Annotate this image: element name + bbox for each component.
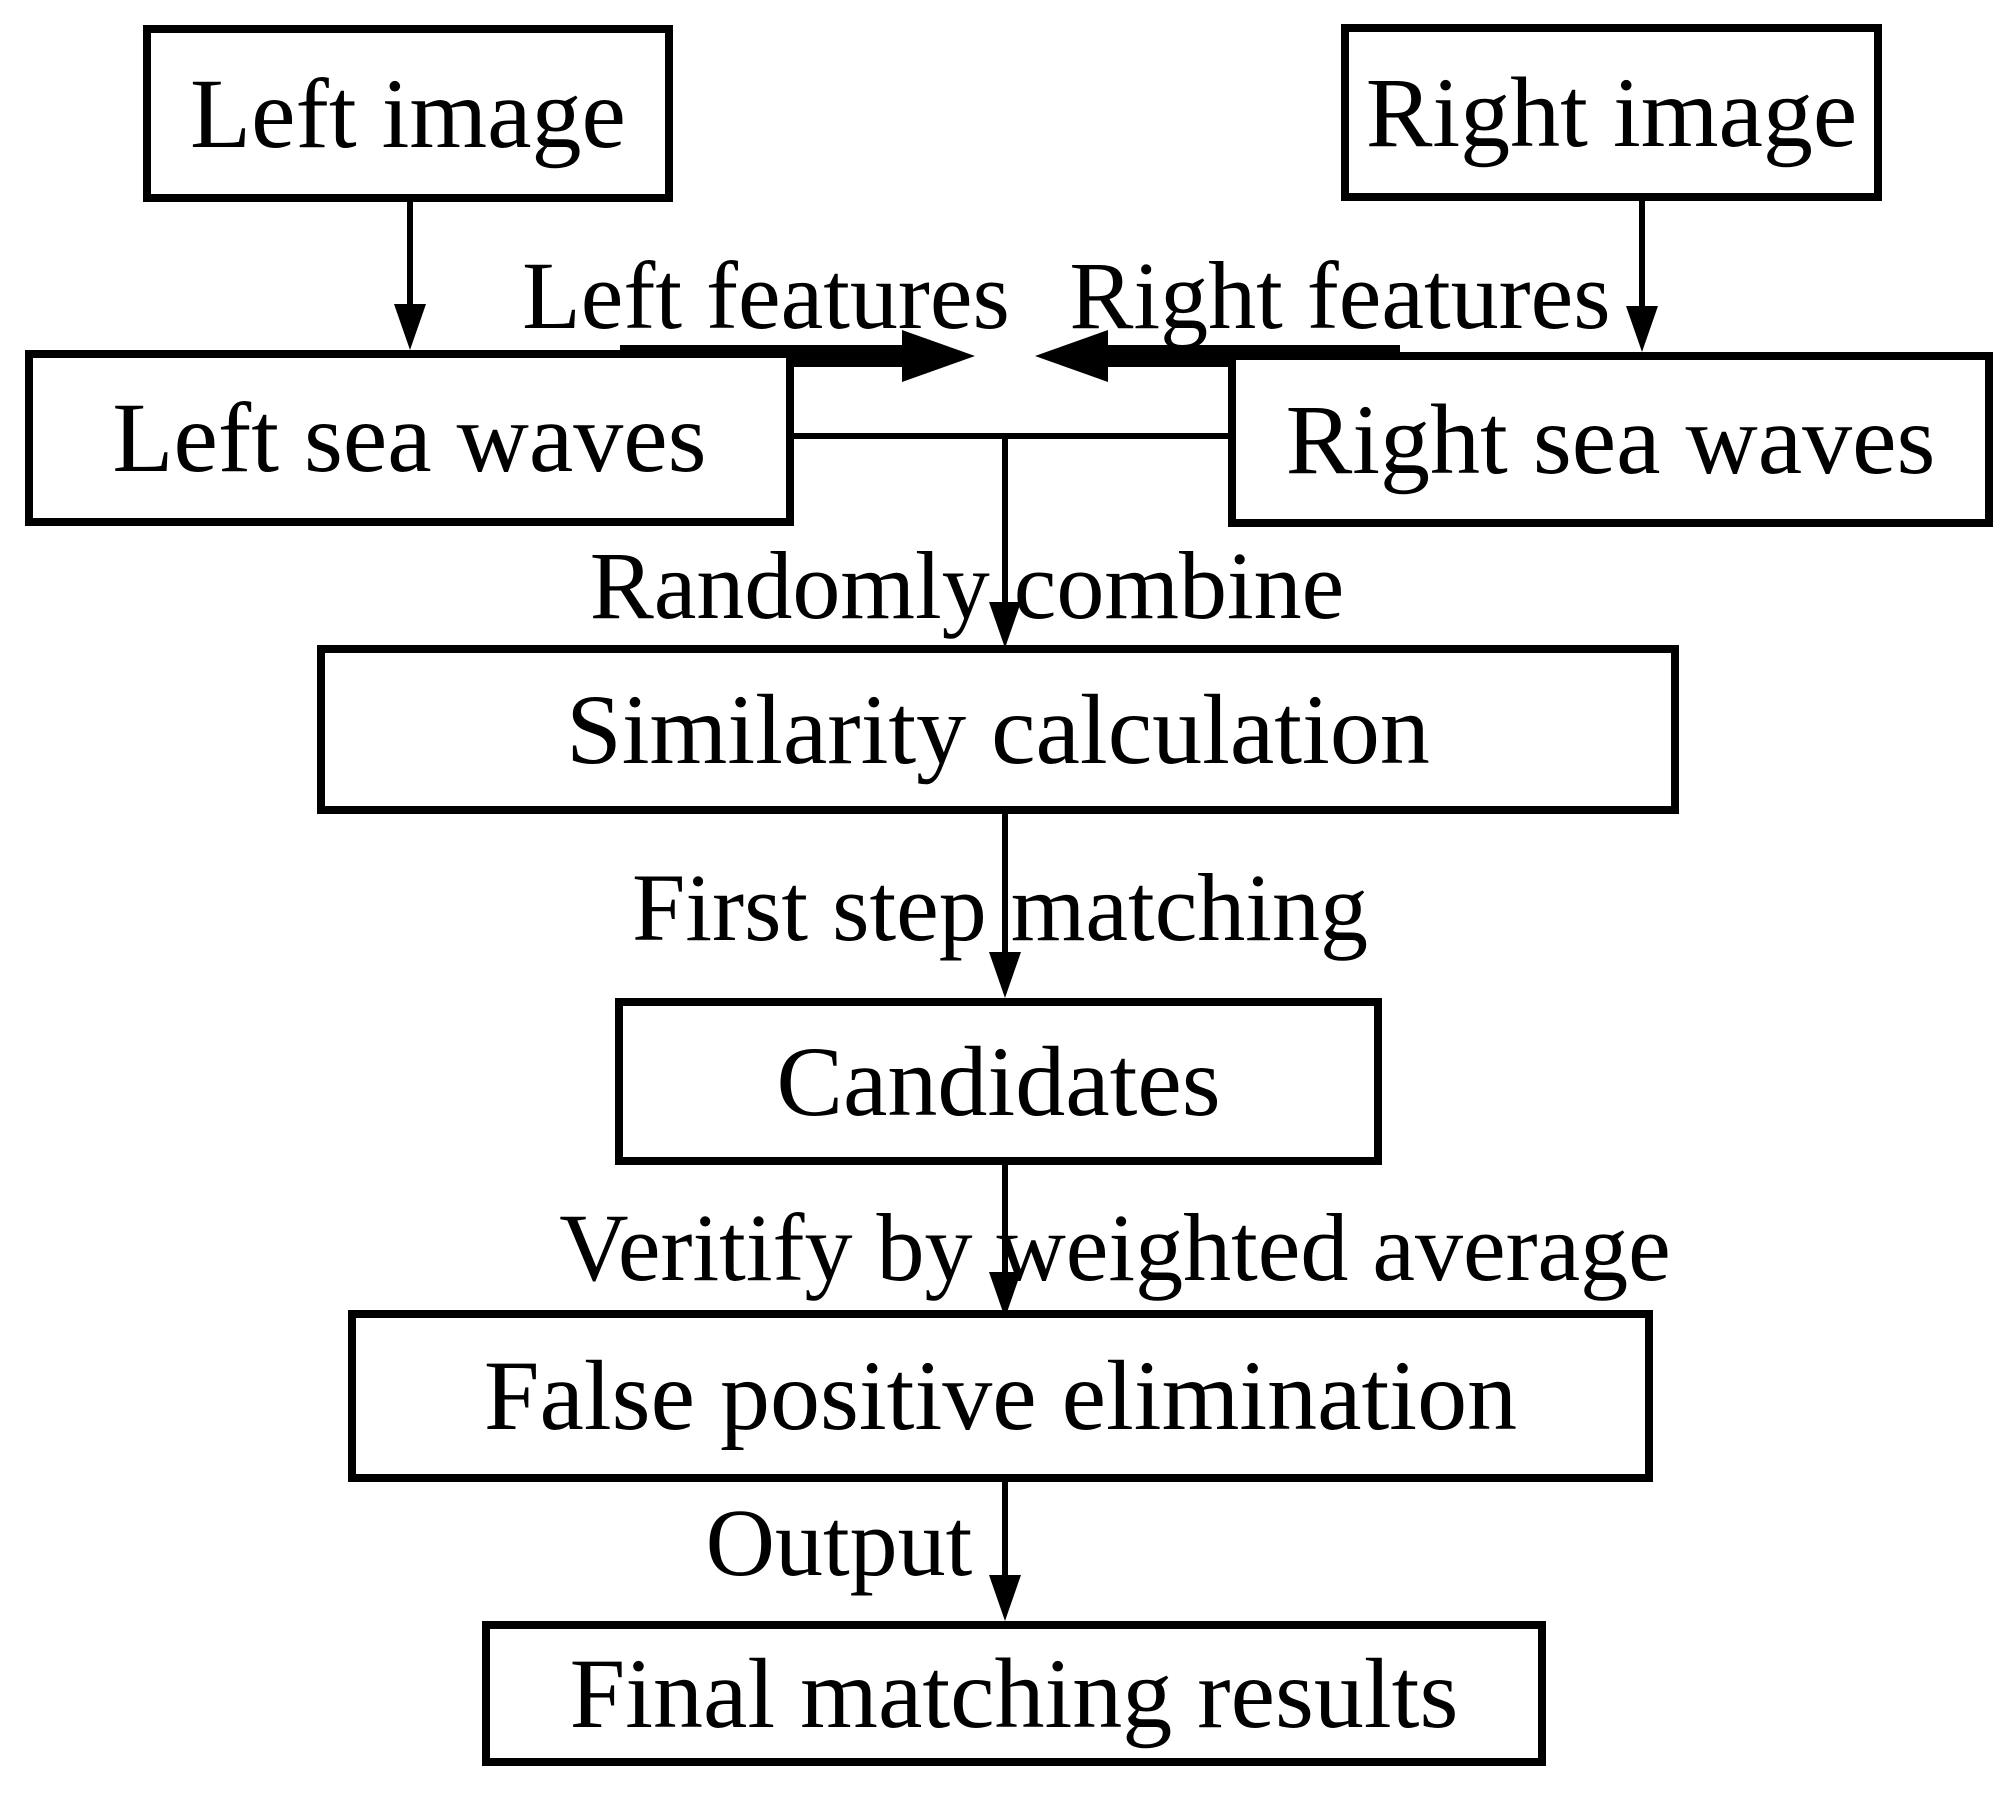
node-label: Left image xyxy=(190,57,626,169)
arrow-right-icon xyxy=(902,330,975,382)
arrow-left-icon xyxy=(1035,330,1108,382)
node-label: False positive elimination xyxy=(483,1340,1518,1451)
arrow-down-icon xyxy=(989,952,1021,998)
connector-output-line xyxy=(1002,1482,1008,1575)
edge-label-randomly-combine: Randomly combine xyxy=(589,532,1345,639)
node-left-image: Left image xyxy=(143,25,673,202)
node-final-matching-results: Final matching results xyxy=(482,1621,1546,1766)
node-left-sea-waves: Left sea waves xyxy=(25,350,794,526)
node-candidates: Candidates xyxy=(615,998,1382,1165)
edge-label-verify-by-weighted-average: Veritify by weighted average xyxy=(559,1194,1671,1301)
arrow-down-icon xyxy=(1626,306,1658,352)
node-label: Similarity calculation xyxy=(566,673,1430,785)
node-label: Final matching results xyxy=(569,1637,1459,1749)
node-false-positive-elimination: False positive elimination xyxy=(348,1310,1653,1482)
node-label: Candidates xyxy=(776,1025,1221,1137)
arrow-down-icon xyxy=(989,602,1021,648)
arrow-down-icon xyxy=(989,1575,1021,1621)
node-label: Right image xyxy=(1365,56,1858,168)
edge-label-right-features: Right features xyxy=(1069,242,1611,349)
node-right-image: Right image xyxy=(1341,24,1882,201)
node-label: Left sea waves xyxy=(112,382,707,493)
connector-left-image-line xyxy=(407,202,413,322)
edge-label-left-features: Left features xyxy=(522,242,1010,349)
connector-randomly-combine-line xyxy=(1002,436,1008,616)
node-label: Right sea waves xyxy=(1285,383,1936,495)
node-similarity-calculation: Similarity calculation xyxy=(317,645,1679,814)
connector-right-image-line xyxy=(1639,201,1645,324)
node-right-sea-waves: Right sea waves xyxy=(1228,352,1993,527)
merge-connector-line xyxy=(794,433,1228,439)
connector-first-step-line xyxy=(1002,814,1008,969)
edge-label-first-step-matching: First step matching xyxy=(632,854,1368,961)
connector-verify-line xyxy=(1002,1165,1008,1272)
edge-label-output: Output xyxy=(705,1489,973,1596)
arrow-down-icon xyxy=(394,304,426,350)
